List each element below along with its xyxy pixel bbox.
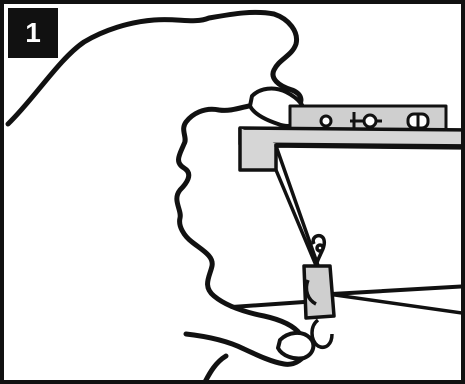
mounting-illustration xyxy=(4,4,465,384)
step-number-badge: 1 xyxy=(8,8,58,58)
step-number-label: 1 xyxy=(25,19,41,47)
tv-panel xyxy=(240,128,465,314)
person-lower-outline xyxy=(204,356,226,384)
lower-hand xyxy=(278,333,313,359)
